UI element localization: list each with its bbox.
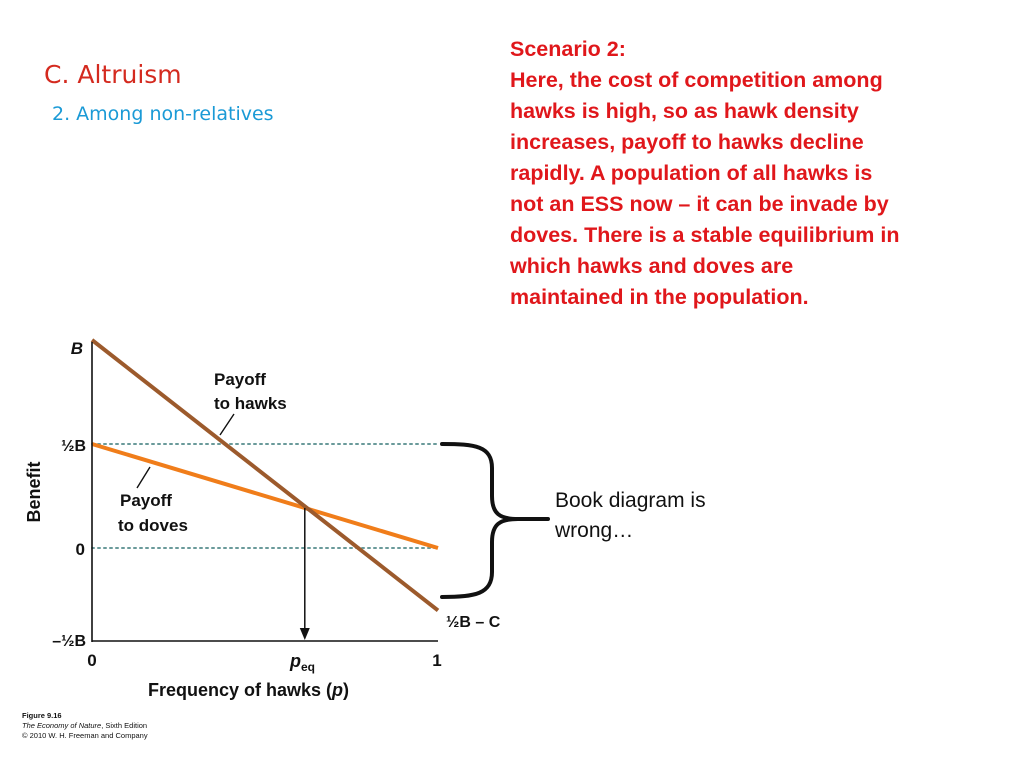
- scenario-line: hawks is high, so as hawk density: [510, 99, 859, 123]
- scenario-line: Here, the cost of competition among: [510, 68, 883, 92]
- slide-title: C. Altruism: [44, 60, 182, 89]
- scenario-line: doves. There is a stable equilibrium in: [510, 223, 900, 247]
- figure-number: Figure 9.16: [22, 711, 62, 720]
- equilibrium-arrowhead: [299, 628, 310, 640]
- y-tick-label: 0: [76, 540, 85, 559]
- scenario-line: Scenario 2:: [510, 37, 626, 61]
- hawks-label-leader: [219, 413, 235, 436]
- book-edition: , Sixth Edition: [101, 721, 148, 730]
- p-eq-label: peq: [289, 651, 315, 674]
- p-eq-sub: eq: [301, 660, 315, 674]
- x-tick-label: 0: [87, 651, 96, 670]
- doves-label-line2: to doves: [118, 516, 188, 535]
- x-axis-title: Frequency of hawks (p): [148, 680, 349, 700]
- copyright: © 2010 W. H. Freeman and Company: [22, 731, 148, 740]
- scenario-line: which hawks and doves are: [510, 254, 794, 278]
- curly-brace: [440, 442, 550, 599]
- payoff-to-doves-line: [91, 442, 439, 550]
- y-tick-label: ½B: [61, 438, 86, 455]
- y-tick-label: –½B: [52, 633, 86, 650]
- scenario-line: maintained in the population.: [510, 285, 809, 309]
- x-tick-label: 1: [432, 651, 441, 670]
- slide-subtitle: 2. Among non-relatives: [52, 103, 274, 125]
- hawks-label-line2: to hawks: [214, 394, 287, 413]
- y-axis-title: Benefit: [24, 461, 44, 522]
- scenario-line: not an ESS now – it can be invade by: [510, 192, 889, 216]
- end-value-label: ½B – C: [446, 614, 501, 631]
- hawks-label-line1: Payoff: [214, 370, 266, 389]
- book-title: The Economy of Nature: [22, 721, 102, 730]
- payoff-to-hawks-line: [90, 338, 440, 612]
- figure-caption: Figure 9.16 The Economy of Nature, Sixth…: [22, 711, 148, 741]
- figure-source: The Economy of Nature, Sixth Edition: [22, 721, 148, 731]
- note-line: wrong…: [555, 519, 634, 542]
- note-line: Book diagram is: [555, 489, 706, 512]
- scenario-text: Scenario 2: Here, the cost of competitio…: [510, 34, 1000, 313]
- doves-label-leader: [136, 466, 151, 489]
- hawk-dove-chart: B ½B 0 –½B 0 1 peq Benefit Frequency of …: [24, 338, 550, 700]
- p-eq-main: p: [289, 651, 301, 671]
- scenario-line: increases, payoff to hawks decline: [510, 130, 864, 154]
- doves-label-line1: Payoff: [120, 491, 172, 510]
- annotation-note: Book diagram is wrong…: [555, 486, 755, 546]
- y-tick-label: B: [71, 339, 83, 358]
- scenario-line: rapidly. A population of all hawks is: [510, 161, 873, 185]
